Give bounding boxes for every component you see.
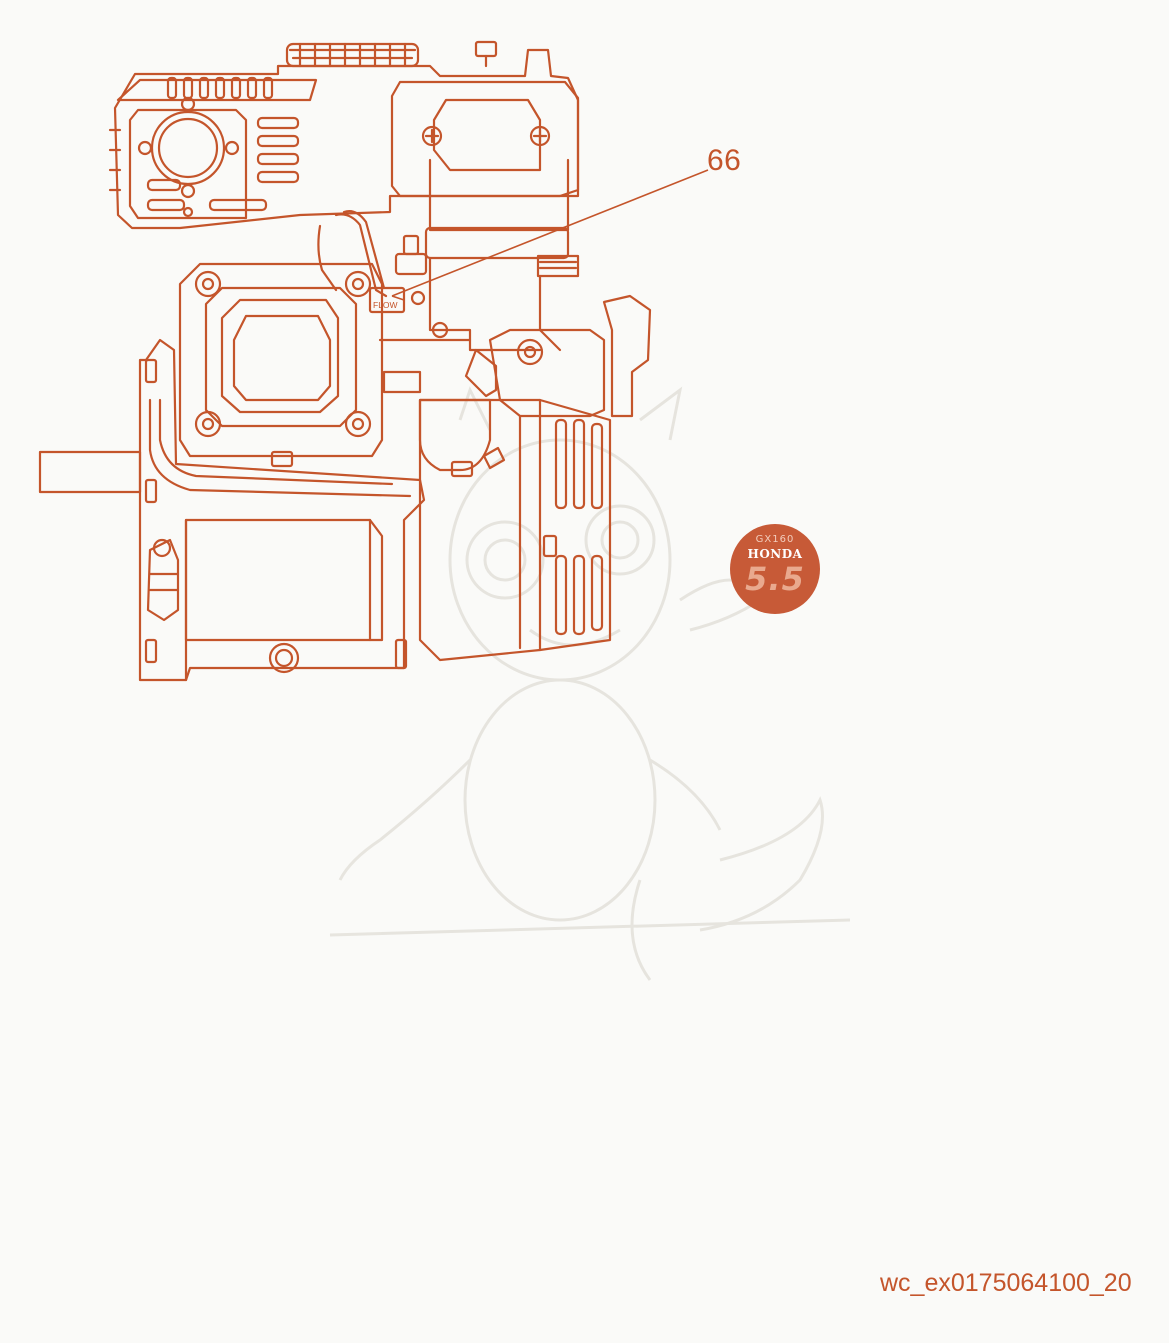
spark-plug (146, 538, 180, 622)
dragon-watermark (329, 386, 851, 981)
air-cleaner (390, 80, 580, 198)
callout-leader-line (391, 169, 709, 297)
head-cover (178, 262, 384, 458)
badge-model: GX160 (755, 534, 795, 545)
engine-line-art (38, 40, 652, 682)
honda-badge: GX160 HONDA 5.5 (730, 524, 820, 614)
badge-brand: HONDA (747, 547, 803, 561)
engine-block (138, 338, 426, 682)
shaft-circle (150, 110, 226, 186)
shaft-flange (128, 108, 248, 220)
fuel-line (334, 213, 388, 298)
fuel-cap (285, 42, 420, 68)
flow-marking: FLOW (373, 300, 398, 310)
output-shaft (38, 450, 142, 494)
part-number-callout: 66 (707, 144, 742, 177)
fan-cover (418, 398, 612, 662)
fuel-tank (113, 48, 580, 230)
badge-horsepower: 5.5 (745, 560, 805, 598)
callout-leader-line-2 (391, 295, 405, 301)
recoil-starter (488, 328, 606, 418)
figure-id: wc_ex0175064100_20 (880, 1269, 1132, 1297)
